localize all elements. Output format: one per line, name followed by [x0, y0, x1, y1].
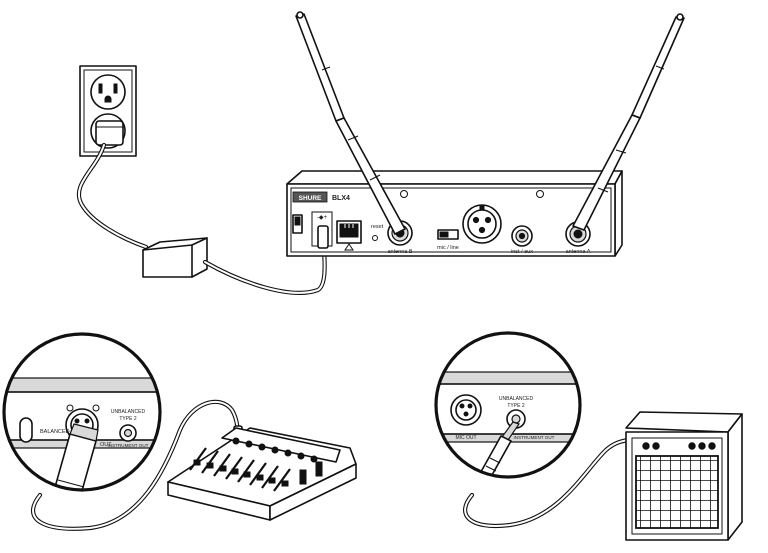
receiver: SHURE BLX4 -◆+ reset — [286, 11, 685, 257]
mixer-knobs — [232, 437, 318, 463]
warning-triangle-icon — [344, 243, 354, 251]
antenna-b-label: antenna B — [387, 249, 412, 255]
adapter-cord — [202, 247, 327, 295]
type-label: TYPE 2 — [507, 403, 524, 409]
screw-icon — [400, 190, 408, 198]
screw-icon — [536, 190, 544, 198]
balanced-label: BALANCED — [40, 429, 70, 435]
power-cord — [76, 142, 149, 250]
inst-aux-jack[interactable] — [511, 225, 533, 247]
instrument-out-label: INSTRUMENT OUT — [513, 435, 554, 440]
brand-label: SHURE — [299, 195, 322, 202]
antenna-b — [295, 11, 406, 235]
unbalanced-label: UNBALANCED — [499, 396, 534, 402]
out-label: OUT — [100, 442, 112, 448]
unbalanced-label: UNBALANCED — [111, 409, 146, 415]
reset-label: reset — [371, 224, 384, 230]
amp-speaker-grille — [635, 455, 719, 529]
antenna-a — [572, 13, 685, 231]
mic-line-switch[interactable] — [437, 229, 459, 240]
type-label: TYPE 2 — [119, 416, 136, 422]
brand-badge — [292, 191, 328, 203]
mic-line-label: mic / line — [437, 245, 459, 251]
outlet-socket-top — [90, 74, 126, 110]
instrument-plug — [467, 421, 520, 477]
dc-polarity-icon: -◆+ — [317, 215, 328, 221]
guitar-amplifier — [625, 411, 743, 541]
zoom-inset-amplifier: UNBALANCED TYPE 2 MIC OUT INSTRUMENT OUT — [434, 331, 582, 479]
xlr-plug — [49, 423, 99, 490]
screw-icon — [92, 404, 100, 412]
mic-out-label: MIC OUT — [455, 435, 476, 441]
reset-button[interactable] — [372, 235, 378, 241]
zoom-inset-mixer: BALANCED OUT UNBALANCED TYPE 2 INSTRUMEN… — [2, 332, 162, 492]
network-port[interactable] — [336, 220, 362, 251]
wall-outlet — [79, 65, 137, 157]
mixer-faders — [189, 447, 323, 492]
mixing-console — [167, 427, 357, 521]
instrument-out-label: INSTRUMENT OUT — [107, 443, 148, 448]
dc-plug — [317, 225, 329, 249]
model-label: BLX4 — [332, 195, 350, 202]
power-adapter — [142, 237, 208, 278]
power-plug — [95, 120, 124, 146]
xlr-output-jack[interactable] — [462, 204, 502, 244]
amp-controls — [642, 442, 716, 450]
antenna-a-label: antenna A — [566, 249, 591, 255]
inst-aux-label: inst / aux — [511, 249, 533, 255]
screw-icon — [66, 404, 74, 412]
